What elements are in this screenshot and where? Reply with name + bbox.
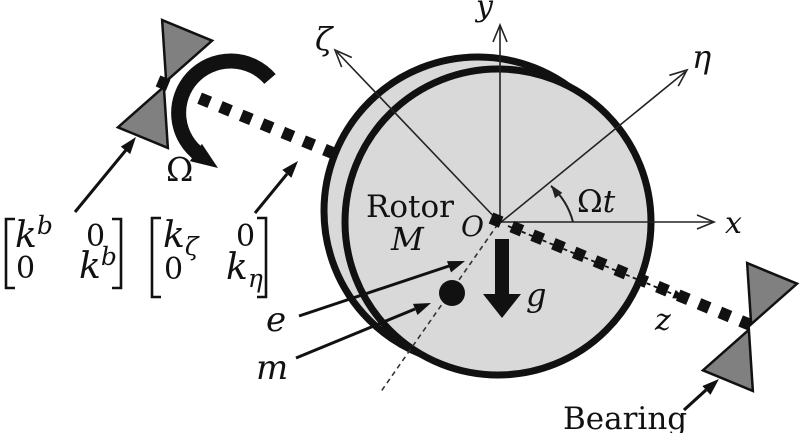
z-axis-dashline <box>507 225 681 298</box>
unbalance-mass-dot <box>439 280 465 306</box>
zeta-axis-label: ζ <box>315 20 334 58</box>
m-pointer-head <box>412 303 431 315</box>
bearing-matrix-pointer-head <box>120 137 136 155</box>
eccentricity-label: e <box>266 300 286 340</box>
x-axis-arrowhead <box>696 214 717 230</box>
matrix-entry-zero-21: 0 <box>164 252 183 287</box>
shaft-stiffness-matrix: kζ 0 0 kη <box>150 215 268 299</box>
bearing-matrix-pointer-line <box>73 149 128 213</box>
matrix-entry-kb-22: kb <box>79 242 117 287</box>
bearing-left <box>115 18 215 150</box>
omega-label: Ω <box>166 150 193 189</box>
m-pointer-line <box>295 307 416 360</box>
matrix-entry-zero-12: 0 <box>86 219 105 254</box>
bracket-left <box>150 216 161 299</box>
y-axis-arrowhead <box>492 22 508 43</box>
z-axis-arrowhead <box>672 289 686 299</box>
e-pointer-head <box>446 261 465 273</box>
gravity-arrow <box>483 239 521 318</box>
mass-offset-dashline <box>379 223 499 394</box>
eta-axis-arrowhead <box>669 68 689 87</box>
bearing-stiffness-matrix: kb 0 0 kb <box>4 211 123 290</box>
rotation-arrow-arc <box>171 53 276 162</box>
bracket-left <box>4 217 15 290</box>
zeta-axis-arrowhead <box>333 48 353 68</box>
rotation-arrow-head <box>189 143 218 168</box>
x-axis-label: x <box>725 206 742 241</box>
bearing-pointer-line <box>682 388 708 412</box>
bearing-right-upper-triangle <box>745 261 800 327</box>
bearing-right <box>700 261 800 393</box>
shaft-matrix-pointer-line <box>253 173 289 214</box>
omega-t-arc-arrowhead <box>551 185 563 199</box>
matrix-entry-kb-11: kb <box>15 211 53 256</box>
eta-axis-label: η <box>692 38 711 76</box>
bearing-pointer-head <box>702 379 719 395</box>
eta-axis <box>499 71 686 224</box>
bearing-left-lower-triangle <box>115 84 170 150</box>
unbalance-mass-label: m <box>256 348 288 388</box>
shaft-dashed-line-right <box>488 212 756 332</box>
zeta-axis <box>336 51 501 224</box>
bearing-label: Bearing <box>563 401 687 433</box>
bracket-right <box>257 216 268 299</box>
matrix-entry-keta: kη <box>226 247 263 293</box>
matrix-entry-kzeta: kζ <box>163 215 200 261</box>
e-pointer-line <box>298 264 450 318</box>
rotor-mass-label: M <box>390 220 425 258</box>
bearing-left-upper-triangle <box>160 18 215 84</box>
shaft-matrix-pointer-head <box>282 161 298 178</box>
bearing-right-lower-triangle <box>700 327 755 393</box>
matrix-entry-zero-21: 0 <box>16 251 35 286</box>
rotor-label: Rotor <box>366 189 454 225</box>
origin-label: O <box>461 210 484 243</box>
bracket-right <box>112 217 123 290</box>
y-axis-label: y <box>474 0 494 24</box>
gravity-label: g <box>526 276 546 314</box>
z-axis-label: z <box>654 303 671 338</box>
omega-t-label: Ωt <box>577 184 616 220</box>
matrix-entry-zero-12: 0 <box>236 219 255 254</box>
